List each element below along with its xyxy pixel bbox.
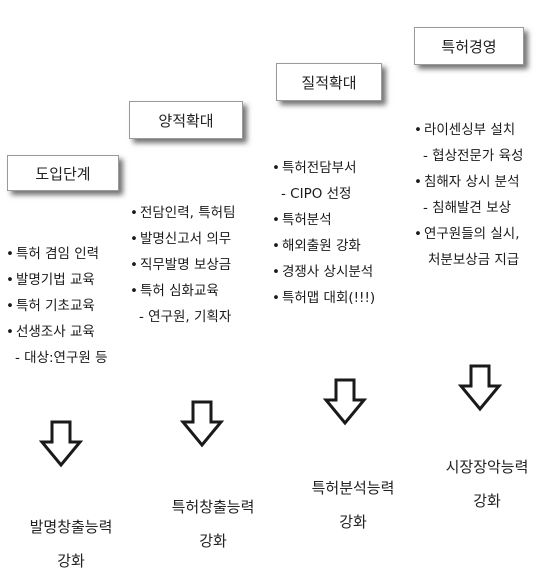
list-item: 특허분석 xyxy=(272,207,375,233)
list-item: 라이센싱부 설치 xyxy=(414,117,523,143)
list-item: 해외출원 강화 xyxy=(272,233,375,259)
list-item: 처분보상금 지급 xyxy=(428,252,520,268)
stage-2-items: 전담인력, 특허팀 발명신고서 의무 직무발명 보상금 특허 심화교육 연구원,… xyxy=(130,200,236,330)
stage-3-result: 특허분석능력 강화 xyxy=(294,471,412,539)
stage-3-down-arrow-icon xyxy=(323,378,367,426)
list-item: 침해발견 보상 xyxy=(414,195,523,221)
stage-4-result: 시장장악능력 강화 xyxy=(428,450,546,518)
stage-3-items: 특허전담부서 CIPO 선정 특허분석 해외출원 강화 경쟁사 상시분석 특허맵… xyxy=(272,155,375,311)
stage-1-items: 특허 겸임 인력 발명기법 교육 특허 기초교육 선생조사 교육 대상:연구원 … xyxy=(6,241,108,371)
stage-3-result-line-2: 강화 xyxy=(339,513,367,531)
stage-3-title-box: 질적확대 xyxy=(276,63,382,101)
list-item: 특허 심화교육 xyxy=(130,278,236,304)
list-item: 발명신고서 의무 xyxy=(130,226,236,252)
list-item: 전담인력, 특허팀 xyxy=(130,200,236,226)
stage-1-title-box: 도입단계 xyxy=(7,155,119,191)
list-item: 특허 겸임 인력 xyxy=(6,241,108,267)
stage-1-title: 도입단계 xyxy=(35,164,91,183)
list-item: 침해자 상시 분석 xyxy=(414,169,523,195)
stage-1-result-line-2: 강화 xyxy=(57,552,85,570)
list-item: 대상:연구원 등 xyxy=(6,345,107,371)
stage-3-result-line-1: 특허분석능력 xyxy=(311,479,395,497)
stage-2-result: 특허창출능력 강화 xyxy=(154,490,272,558)
list-item: 연구원들의 실시, xyxy=(414,221,523,247)
stage-2-result-line-2: 강화 xyxy=(199,532,227,550)
stage-1-down-arrow-icon xyxy=(39,420,83,468)
stage-4-title-box: 특허경영 xyxy=(414,27,524,65)
stage-4-items: 라이센싱부 설치 협상전문가 육성 침해자 상시 분석 침해발견 보상 연구원들… xyxy=(414,117,523,273)
stage-2-title: 양적확대 xyxy=(158,111,214,130)
stage-1-result: 발명창출능력 강화 xyxy=(16,510,126,578)
stage-4-down-arrow-icon xyxy=(458,364,502,412)
list-item: 특허 기초교육 xyxy=(6,293,108,319)
stage-2-result-line-1: 특허창출능력 xyxy=(171,498,255,516)
stage-1-result-line-1: 발명창출능력 xyxy=(29,518,113,536)
stage-2-down-arrow-icon xyxy=(180,400,224,448)
stage-4-result-line-2: 강화 xyxy=(473,492,501,510)
list-item: CIPO 선정 xyxy=(272,181,375,207)
list-item: 발명기법 교육 xyxy=(6,267,108,293)
list-item: 연구원, 기획자 xyxy=(130,304,236,330)
stage-4-result-line-1: 시장장악능력 xyxy=(445,458,529,476)
list-item: 협상전문가 육성 xyxy=(414,143,523,169)
list-item: 직무발명 보상금 xyxy=(130,252,236,278)
list-item: 특허맵 대회(!!!) xyxy=(272,285,375,311)
list-item: 선생조사 교육 xyxy=(6,319,108,345)
list-item: 경쟁사 상시분석 xyxy=(272,259,375,285)
stage-3-title: 질적확대 xyxy=(301,73,357,92)
list-item: 특허전담부서 xyxy=(272,155,375,181)
stage-2-title-box: 양적확대 xyxy=(129,101,243,139)
stage-4-title: 특허경영 xyxy=(441,37,497,56)
